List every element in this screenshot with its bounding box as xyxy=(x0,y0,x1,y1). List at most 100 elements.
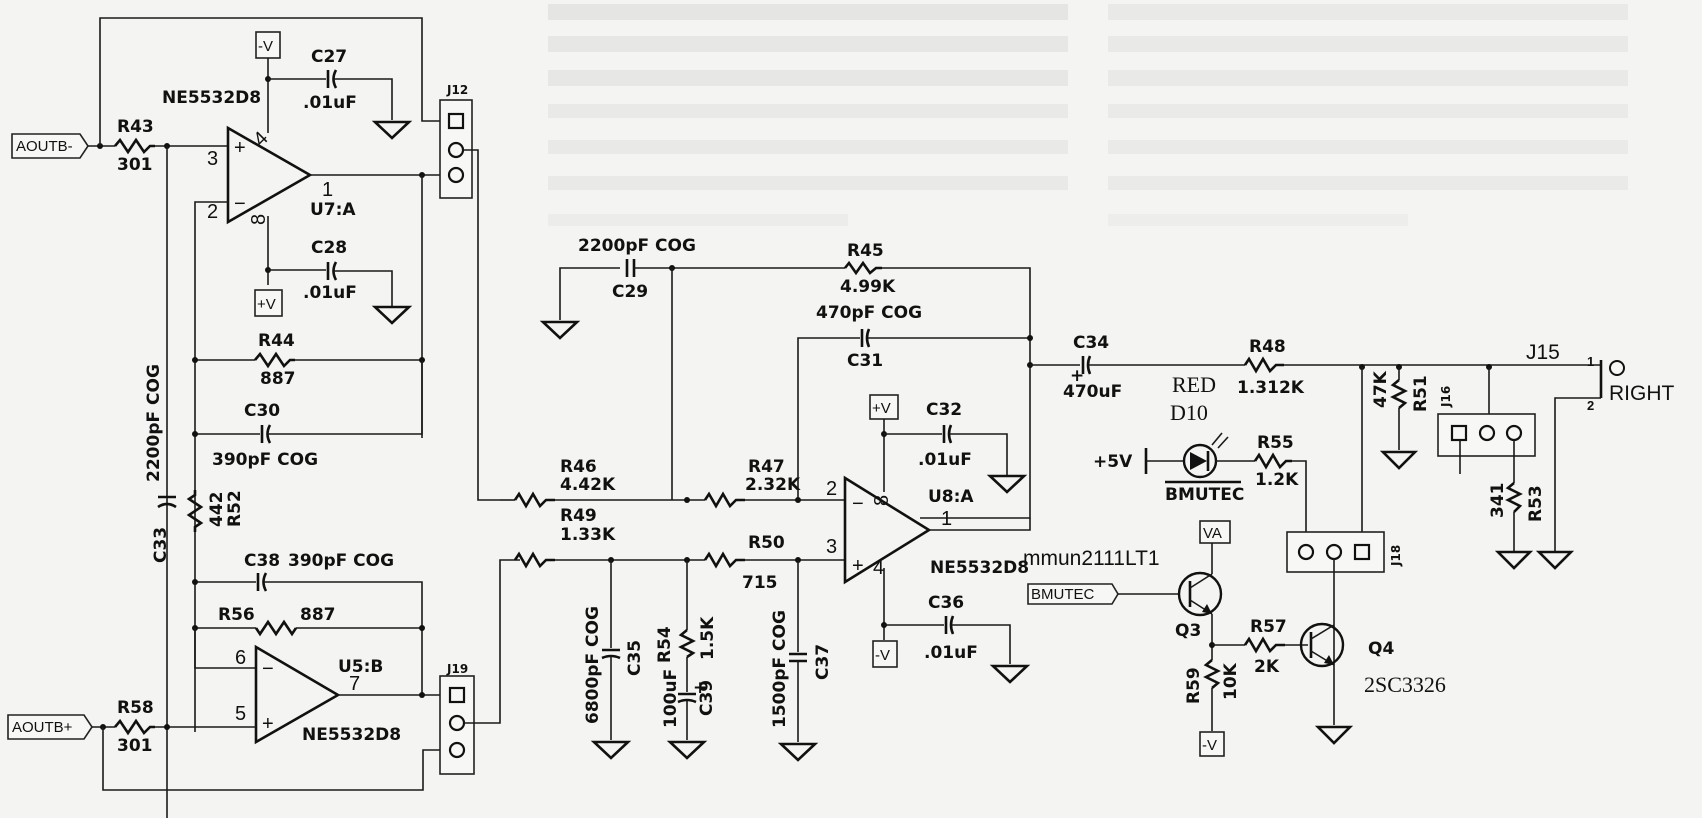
wire xyxy=(1390,379,1408,409)
label-text: U5:B xyxy=(338,657,383,677)
resistor-r47: R47 2.32K xyxy=(703,457,801,509)
connector-j15: J15 1 2 RIGHT xyxy=(1526,341,1675,413)
label-text: 8 xyxy=(871,495,893,506)
symbol-shape xyxy=(1027,583,1119,605)
label-text: + xyxy=(693,678,707,698)
resistor-r45: R45 4.99K xyxy=(840,241,896,297)
label-text: AOUTB+ xyxy=(12,719,73,736)
ground-icon xyxy=(371,120,413,140)
label-text: mmun2111LT1 xyxy=(1023,547,1160,570)
label-text: -V xyxy=(1202,737,1217,754)
label-text: 4.42K xyxy=(560,475,616,495)
label-text: VA xyxy=(1203,525,1222,542)
wire xyxy=(194,201,228,732)
label-text: C39 xyxy=(697,680,717,716)
symbol-shape xyxy=(843,475,932,585)
u7a-stage: AOUTB- R43 301 + − 3 2 1 4 8 NE5532D8 U7… xyxy=(11,17,500,818)
label-text: 2.32K xyxy=(745,475,801,495)
label-text: -V xyxy=(875,647,890,664)
wire xyxy=(1211,432,1223,446)
label-text: 1 xyxy=(1587,354,1594,369)
symbol-shape xyxy=(11,133,89,159)
resistor-r53: 341 R53 xyxy=(1488,482,1546,522)
resistor-r57: R57 2K xyxy=(1243,617,1287,677)
wire xyxy=(194,628,256,669)
label-text: C28 xyxy=(311,238,347,258)
label-text: 715 xyxy=(742,573,778,593)
resistor-r56: R56 887 xyxy=(218,605,336,637)
resistor-r43: R43 301 xyxy=(114,117,155,175)
capacitor-c36: C36 .01uF xyxy=(924,593,978,663)
label-text: + xyxy=(1070,366,1084,386)
pin-pad xyxy=(1299,622,1345,668)
label-text: +5V xyxy=(1093,452,1133,472)
wire xyxy=(334,270,393,306)
wire xyxy=(264,581,423,695)
label-text: Q3 xyxy=(1175,621,1201,641)
label-text: BMUTEC xyxy=(1031,586,1095,603)
wire xyxy=(952,624,1011,664)
label-text: − xyxy=(262,658,274,680)
opamp-u8a: − + 2 3 1 8 4 U8:A NE5532D8 xyxy=(826,475,1029,585)
pin-pad xyxy=(1478,424,1496,442)
label-text: 10K xyxy=(1221,662,1241,700)
label-text: NE5532D8 xyxy=(930,558,1029,578)
port-bmutec: BMUTEC xyxy=(1027,583,1119,605)
wire xyxy=(102,727,445,791)
rail-pos-v-u8: +V xyxy=(869,394,899,420)
capacitor-c32: C32 .01uF xyxy=(918,400,972,470)
rail-neg-v-q3: -V xyxy=(1199,731,1225,757)
wire xyxy=(1203,659,1221,689)
rail-neg-v-u8: -V xyxy=(872,640,898,668)
label-text: C36 xyxy=(928,593,964,613)
capacitor-c27: C27 .01uF xyxy=(303,47,357,113)
label-text: NE5532D8 xyxy=(162,88,261,108)
pin-pad xyxy=(1177,571,1223,617)
label-text: 341 xyxy=(1488,483,1508,519)
wire xyxy=(1292,460,1307,545)
label-text: R56 xyxy=(218,605,255,625)
opamp-u7a: + − 3 2 1 4 8 NE5532D8 U7:A xyxy=(162,88,356,225)
ground-icon xyxy=(666,740,708,760)
wire xyxy=(114,718,155,736)
symbol-shape xyxy=(1324,655,1334,665)
ground-icon xyxy=(777,742,819,762)
wire xyxy=(464,559,520,724)
wire xyxy=(254,619,298,637)
transistor-q4: Q4 2SC3326 xyxy=(1299,622,1446,697)
pin-pad xyxy=(1108,70,1628,86)
capacitor-c31: 470pF COG C31 xyxy=(816,303,922,371)
label-text: 1500pF COG xyxy=(770,610,790,728)
transistor-q3: Q3 xyxy=(1175,571,1223,641)
wire xyxy=(513,551,555,569)
label-text: 442 xyxy=(207,492,227,528)
wire xyxy=(797,337,860,500)
label-text: − xyxy=(234,193,246,215)
capacitor-plate xyxy=(266,424,272,444)
label-text: C34 xyxy=(1073,333,1109,353)
resistor-r58: R58 301 xyxy=(114,698,155,756)
label-text: 2200pF COG xyxy=(578,236,696,256)
label-text: − xyxy=(852,493,864,515)
label-text: C30 xyxy=(244,401,280,421)
label-text: 2K xyxy=(1254,657,1280,677)
pin-pad xyxy=(1108,214,1408,226)
label-text: RIGHT xyxy=(1609,382,1675,405)
symbol-box xyxy=(254,289,283,317)
wire xyxy=(334,78,393,120)
label-text: 887 xyxy=(260,369,296,389)
u5b-stage: C38 390pF COG R56 887 − + 6 5 7 U5:B NE5… xyxy=(7,551,520,791)
label-text: 3 xyxy=(826,536,837,558)
connector-j12: J12 xyxy=(439,83,473,199)
label-text: J16 xyxy=(1439,386,1453,408)
ground-icon xyxy=(989,664,1031,684)
capacitor-plate xyxy=(157,502,177,509)
label-text: C38 xyxy=(244,551,280,571)
pin-pad xyxy=(548,70,1068,86)
pin-pad xyxy=(447,141,465,159)
resistor-r50: R50 715 xyxy=(703,533,785,593)
label-text: 8 xyxy=(248,214,270,225)
label-text: C37 xyxy=(813,644,833,680)
label-text: 390pF COG xyxy=(212,450,318,470)
symbol-box xyxy=(872,640,898,668)
